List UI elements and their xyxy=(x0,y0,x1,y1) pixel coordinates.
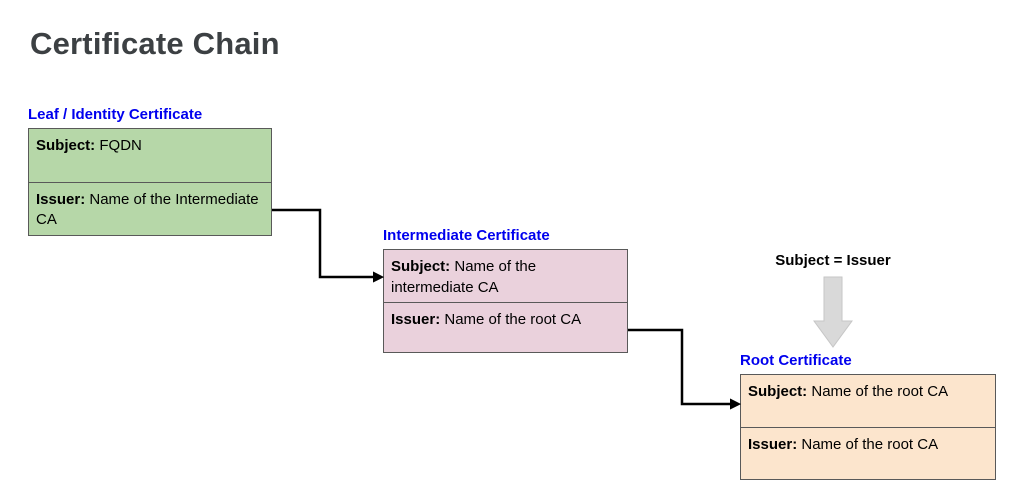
leaf-subject-value: FQDN xyxy=(99,137,142,154)
intermediate-issuer-row: Issuer: Name of the root CA xyxy=(384,302,627,352)
leaf-certificate-box: Subject: FQDN Issuer: Name of the Interm… xyxy=(28,128,272,236)
leaf-certificate-group: Leaf / Identity Certificate Subject: FQD… xyxy=(28,106,272,236)
intermediate-subject-value: Name of the intermediate CA xyxy=(391,258,537,296)
root-certificate-box: Subject: Name of the root CA Issuer: Nam… xyxy=(740,374,996,480)
subject-equals-issuer-label: Subject = Issuer xyxy=(775,252,891,269)
root-subject-key: Subject: xyxy=(748,383,808,400)
intermediate-certificate-box: Subject: Name of the intermediate CA Iss… xyxy=(383,249,628,353)
root-issuer-value: Name of the root CA xyxy=(801,436,939,453)
leaf-issuer-row: Issuer: Name of the Intermediate CA xyxy=(29,181,271,235)
connector-leaf-to-intermediate xyxy=(272,208,385,283)
intermediate-issuer-value: Name of the root CA xyxy=(444,311,582,329)
intermediate-certificate-group: Intermediate Certificate Subject: Name o… xyxy=(383,227,628,353)
intermediate-subject-key: Subject: xyxy=(391,258,451,275)
intermediate-issuer-key: Issuer: xyxy=(391,311,441,329)
connector-intermediate-to-root xyxy=(628,328,742,410)
subject-equals-issuer-down-arrow-icon xyxy=(813,276,853,348)
leaf-certificate-label: Leaf / Identity Certificate xyxy=(28,106,203,123)
intermediate-certificate-label: Intermediate Certificate xyxy=(383,227,550,244)
leaf-subject-key: Subject: xyxy=(36,137,96,154)
root-certificate-label: Root Certificate xyxy=(740,352,852,369)
root-subject-value: Name of the root CA xyxy=(811,383,949,400)
root-certificate-group: Root Certificate Subject: Name of the ro… xyxy=(740,352,996,480)
leaf-issuer-key: Issuer: xyxy=(36,190,86,208)
page-title: Certificate Chain xyxy=(30,26,280,61)
root-subject-row: Subject: Name of the root CA xyxy=(741,375,995,427)
root-issuer-key: Issuer: xyxy=(748,436,798,453)
root-issuer-row: Issuer: Name of the root CA xyxy=(741,427,995,479)
intermediate-subject-row: Subject: Name of the intermediate CA xyxy=(384,250,627,302)
leaf-subject-row: Subject: FQDN xyxy=(29,129,271,182)
leaf-issuer-value: Name of the Intermediate CA xyxy=(36,190,259,229)
